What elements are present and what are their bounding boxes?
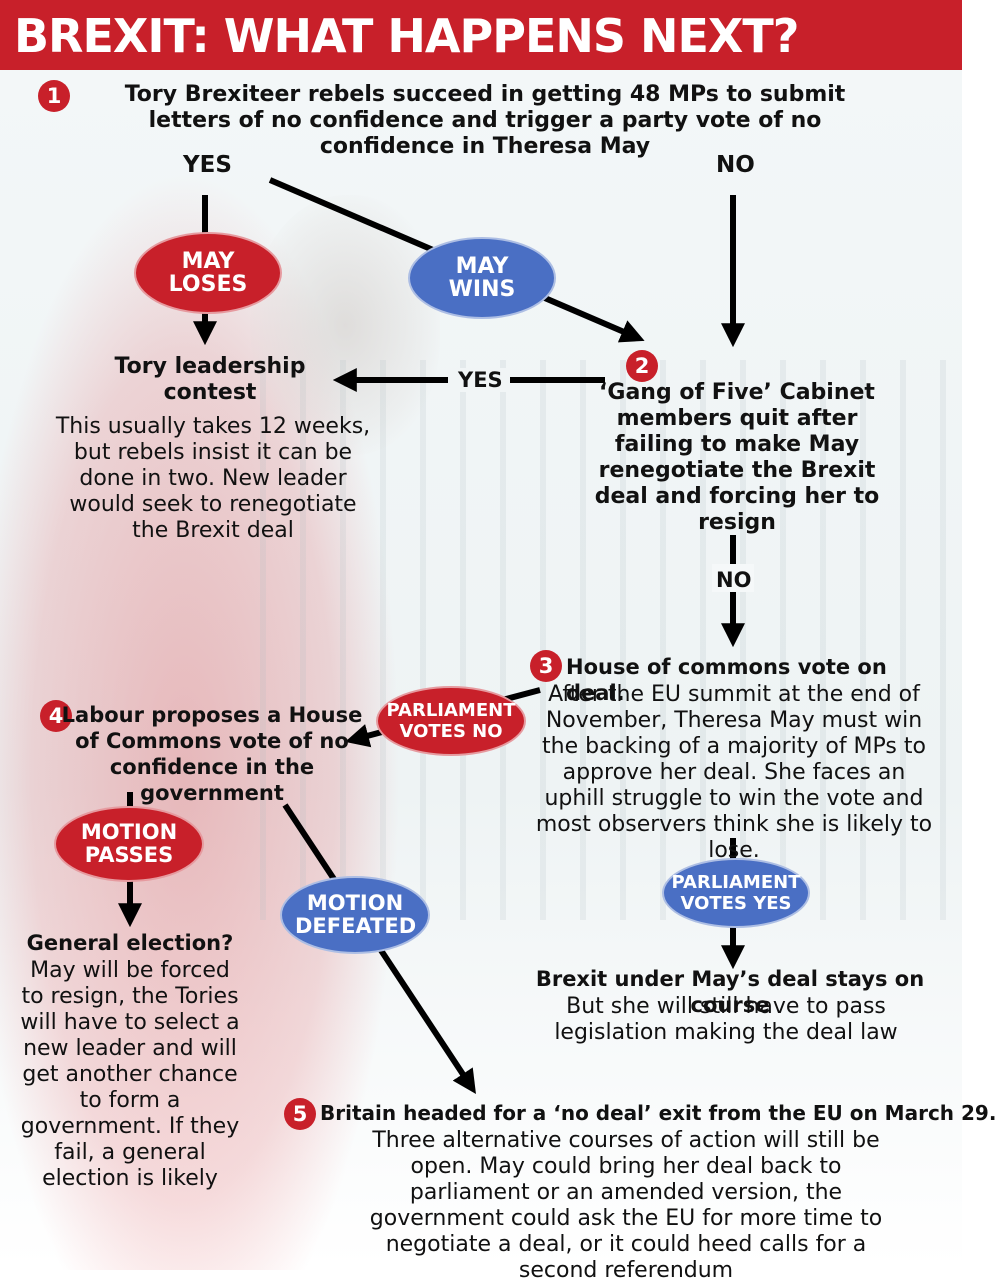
parliament-votes-yes-oval: PARLIAMENT VOTES YES xyxy=(662,858,810,928)
step-2-number: 2 xyxy=(626,350,658,382)
may-wins-oval: MAY WINS xyxy=(408,237,556,319)
leadership-heading: Tory leadership contest xyxy=(114,354,306,405)
step-4-number: 4 xyxy=(40,700,72,732)
leadership-text: This usually takes 12 weeks, but rebels … xyxy=(55,414,371,543)
motion-passes-label: MOTION PASSES xyxy=(80,820,178,867)
label-no-2: NO xyxy=(716,568,752,592)
may-loses-oval: MAY LOSES xyxy=(134,232,282,314)
step-2-text: ‘Gang of Five’ Cabinet members quit afte… xyxy=(594,380,880,535)
motion-defeated-oval: MOTION DEFEATED xyxy=(280,876,430,954)
label-yes-1: YES xyxy=(183,152,232,178)
motion-passes-oval: MOTION PASSES xyxy=(54,806,204,882)
election-heading: General election? xyxy=(26,931,234,955)
step-5-heading: Britain headed for a ‘no deal’ exit from… xyxy=(320,1101,996,1125)
step-1-number: 1 xyxy=(38,80,70,112)
may-wins-label: MAY WINS xyxy=(448,254,516,302)
step-5-number: 5 xyxy=(284,1098,316,1130)
label-no-1: NO xyxy=(716,152,755,178)
step-5-text: Three alternative courses of action will… xyxy=(369,1128,883,1283)
deal-heading: Brexit under May’s deal stays on course xyxy=(535,967,925,1017)
may-loses-label: MAY LOSES xyxy=(168,249,248,297)
election-text: May will be forced to resign, the Tories… xyxy=(20,958,240,1191)
parliament-votes-no-label: PARLIAMENT VOTES NO xyxy=(386,700,516,742)
step-3-heading: House of commons vote on deal. xyxy=(566,655,887,705)
background-railings xyxy=(260,360,960,920)
label-yes-2: YES xyxy=(458,368,503,392)
step-3-number: 3 xyxy=(530,650,562,682)
step-4-text: Labour proposes a House of Commons vote … xyxy=(61,703,363,805)
motion-defeated-label: MOTION DEFEATED xyxy=(295,891,417,938)
title-banner: BREXIT: WHAT HAPPENS NEXT? xyxy=(0,0,962,70)
step-1-text: Tory Brexiteer rebels succeed in getting… xyxy=(124,82,846,159)
deal-text: But she will still have to pass legislat… xyxy=(554,994,898,1045)
page-title: BREXIT: WHAT HAPPENS NEXT? xyxy=(14,9,799,63)
step-3-text: After the EU summit at the end of Novemb… xyxy=(535,682,933,863)
parliament-votes-yes-label: PARLIAMENT VOTES YES xyxy=(671,872,801,914)
parliament-votes-no-oval: PARLIAMENT VOTES NO xyxy=(376,686,526,756)
